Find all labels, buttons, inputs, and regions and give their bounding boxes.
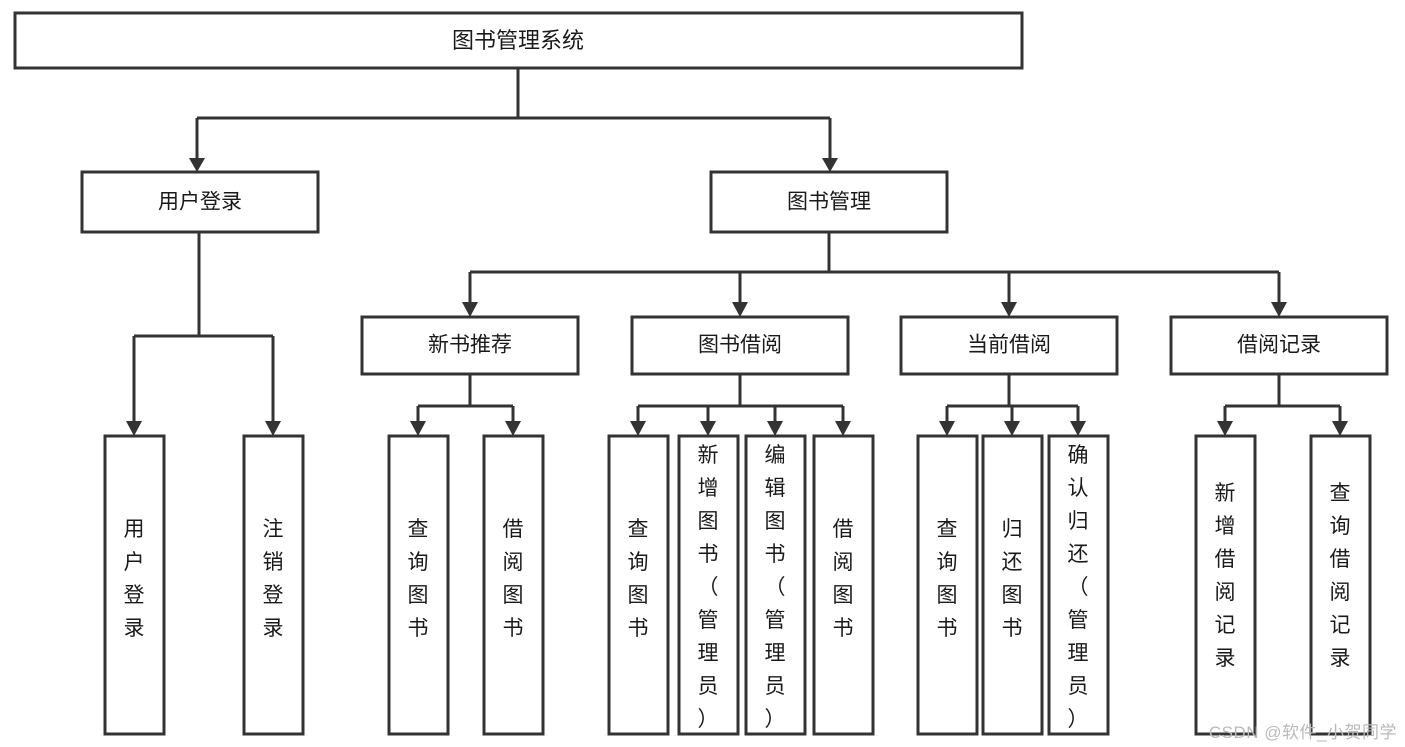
connector-new-book-recommend-to-leaves	[416, 374, 515, 421]
leaf-add-borrow-record-label: 新增借阅记录	[1215, 482, 1236, 670]
arrow-head-leaf-logout-login	[265, 421, 281, 436]
connector-book-borrow-to-leaves	[636, 374, 845, 421]
leaf-add-borrow-record-box[interactable]	[1194, 434, 1257, 736]
leaf-add-book-label: 新增图书（管理员）	[698, 444, 719, 731]
arrow-head-leaf-query-borrow-record	[1332, 421, 1348, 436]
leaf-logout-login-label: 注销登录	[263, 518, 284, 640]
arrow-head-new-book-recommend	[462, 302, 478, 317]
node-user-login-box[interactable]	[80, 170, 320, 234]
arrow-head-borrow-record	[1271, 302, 1287, 317]
leaf-user-login-label: 用户登录	[124, 518, 145, 640]
node-user-login[interactable]: 用户登录	[80, 170, 320, 234]
leaf-node-borrow-book-2[interactable]: 借阅图书	[812, 434, 875, 736]
leaf-edit-book-label: 编辑图书（管理员）	[765, 444, 786, 731]
leaf-user-login-box[interactable]	[103, 434, 166, 736]
arrow-head-leaf-borrow-book-1	[505, 421, 521, 436]
leaf-query-book-3-label: 查询图书	[937, 518, 958, 640]
leaf-node-edit-book[interactable]: 编辑图书（管理员）	[744, 434, 807, 736]
leaf-add-book-box[interactable]	[677, 434, 740, 736]
node-borrow-record-label: 借阅记录	[1237, 334, 1321, 357]
node-book-borrow-box[interactable]	[630, 315, 850, 376]
leaf-query-borrow-record-box[interactable]	[1309, 434, 1372, 736]
leaf-node-user-login[interactable]: 用户登录	[103, 434, 166, 736]
arrow-head-leaf-query-book-3	[939, 421, 955, 436]
leaf-borrow-book-1-label: 借阅图书	[503, 518, 524, 640]
leaf-node-return-book[interactable]: 归还图书	[981, 434, 1044, 736]
node-current-borrow-box[interactable]	[899, 315, 1119, 376]
arrow-head-leaf-user-login	[126, 421, 142, 436]
leaf-confirm-return-box[interactable]	[1047, 434, 1110, 736]
node-user-login-label: 用户登录	[158, 191, 242, 214]
connector-current-borrow-to-leaves	[945, 374, 1080, 421]
arrow-head-user-login	[189, 158, 205, 172]
leaf-node-confirm-return[interactable]: 确认归还（管理员）	[1047, 434, 1110, 736]
leaf-nodes: 用户登录 注销登录 查询图书 借阅图书 查询图书 新增图书（管理员） 编辑图书（…	[103, 434, 1372, 736]
node-current-borrow[interactable]: 当前借阅	[899, 315, 1119, 376]
node-root-box[interactable]	[13, 11, 1024, 70]
leaf-borrow-book-2-label: 借阅图书	[833, 518, 854, 640]
arrow-head-leaf-query-book-1	[410, 421, 426, 436]
node-book-manage-label: 图书管理	[787, 191, 871, 214]
leaf-logout-login-box[interactable]	[242, 434, 305, 736]
leaf-query-book-2-box[interactable]	[607, 434, 670, 736]
leaf-query-borrow-record-label: 查询借阅记录	[1330, 482, 1351, 670]
node-new-book-recommend[interactable]: 新书推荐	[360, 315, 580, 376]
leaf-node-logout-login[interactable]: 注销登录	[242, 434, 305, 736]
arrow-head-book-borrow	[732, 302, 748, 317]
node-book-manage[interactable]: 图书管理	[709, 170, 949, 234]
node-root[interactable]: 图书管理系统	[13, 11, 1024, 70]
arrow-head-current-borrow	[1001, 302, 1017, 317]
connector-borrow-record-to-leaves	[1223, 374, 1342, 421]
arrow-head-leaf-borrow-book-2	[835, 421, 851, 436]
node-root-label: 图书管理系统	[452, 28, 584, 53]
arrow-head-leaf-confirm-return	[1070, 421, 1086, 436]
leaf-node-add-book[interactable]: 新增图书（管理员）	[677, 434, 740, 736]
connector-book-manage-to-level3	[468, 232, 1281, 302]
arrow-head-leaf-add-borrow-record	[1217, 421, 1233, 436]
leaf-query-book-1-box[interactable]	[387, 434, 450, 736]
connector-root-to-level2	[195, 68, 832, 158]
leaf-confirm-return-label: 确认归还（管理员）	[1068, 444, 1089, 731]
connector-user-login-to-leaves	[132, 232, 275, 421]
leaf-borrow-book-1-box[interactable]	[482, 434, 545, 736]
arrow-head-leaf-edit-book	[767, 421, 783, 436]
node-current-borrow-label: 当前借阅	[967, 334, 1051, 357]
node-new-book-recommend-label: 新书推荐	[428, 334, 512, 357]
leaf-node-query-book-1[interactable]: 查询图书	[387, 434, 450, 736]
leaf-query-book-2-label: 查询图书	[628, 518, 649, 640]
arrow-head-leaf-query-book-2	[630, 421, 646, 436]
leaf-query-book-3-box[interactable]	[916, 434, 979, 736]
node-borrow-record[interactable]: 借阅记录	[1169, 315, 1389, 376]
leaf-return-book-label: 归还图书	[1002, 518, 1023, 640]
arrow-head-leaf-return-book	[1004, 421, 1020, 436]
leaf-node-borrow-book-1[interactable]: 借阅图书	[482, 434, 545, 736]
leaf-edit-book-box[interactable]	[744, 434, 807, 736]
node-borrow-record-box[interactable]	[1169, 315, 1389, 376]
leaf-node-add-borrow-record[interactable]: 新增借阅记录	[1194, 434, 1257, 736]
leaf-node-query-borrow-record[interactable]: 查询借阅记录	[1309, 434, 1372, 736]
leaf-return-book-box[interactable]	[981, 434, 1044, 736]
node-book-borrow-label: 图书借阅	[698, 334, 782, 357]
leaf-node-query-book-3[interactable]: 查询图书	[916, 434, 979, 736]
leaf-query-book-1-label: 查询图书	[408, 518, 429, 640]
arrow-head-book-manage	[822, 158, 838, 172]
leaf-node-query-book-2[interactable]: 查询图书	[607, 434, 670, 736]
node-book-manage-box[interactable]	[709, 170, 949, 234]
node-new-book-recommend-box[interactable]	[360, 315, 580, 376]
arrow-head-leaf-add-book	[700, 421, 716, 436]
leaf-borrow-book-2-box[interactable]	[812, 434, 875, 736]
connectors	[126, 68, 1348, 436]
node-book-borrow[interactable]: 图书借阅	[630, 315, 850, 376]
csdn-watermark: CSDN @软件_小贺同学	[1208, 723, 1397, 742]
